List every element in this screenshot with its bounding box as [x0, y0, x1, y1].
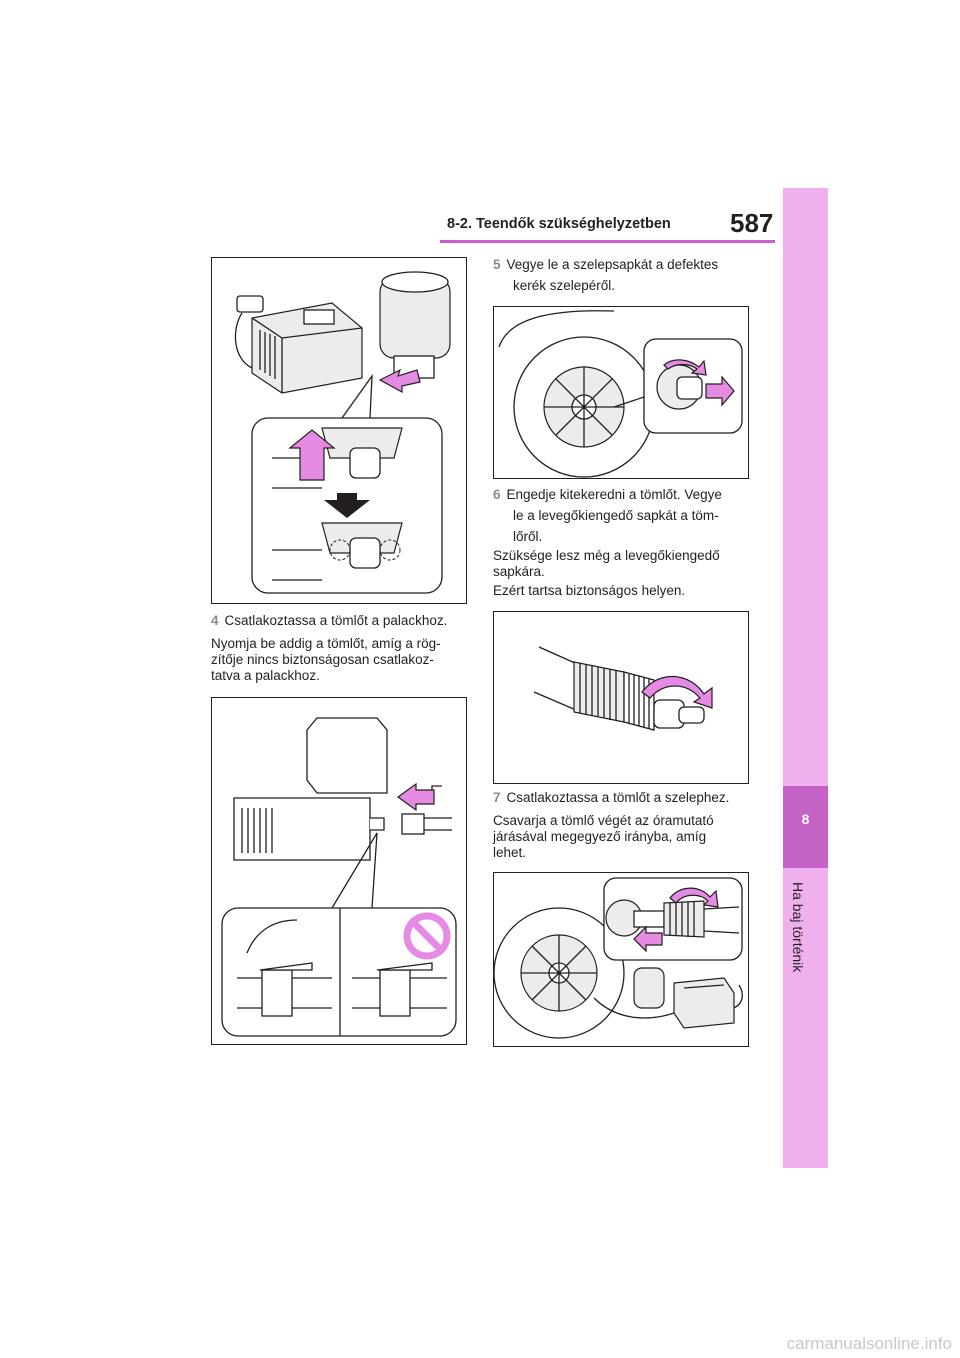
- page-number: 587: [730, 208, 774, 238]
- step-5-line-1: Vegye le a szelepsapkát a defektes: [506, 257, 719, 272]
- air-release-cap-illustration: [533, 646, 713, 731]
- figure-air-release-cap: [493, 611, 749, 784]
- step-7-note-line-2: járásával megegyező irányba, amíg: [493, 829, 707, 844]
- step-6-line-1: Engedje kitekeredni a tömlőt. Vegye: [506, 487, 722, 502]
- chapter-number-box: [783, 786, 828, 868]
- step-4-note: Nyomja be addig a tömlőt, amíg a rög- zí…: [211, 636, 441, 684]
- figure-valve-cap: [493, 306, 749, 479]
- step-4-number: 4: [211, 613, 219, 628]
- prohibition-icon: [403, 912, 451, 960]
- section-title: 8-2. Teendők szükséghelyzetben: [447, 216, 671, 232]
- step-5-line-2: kerék szelepéről.: [513, 278, 616, 293]
- valve-connection-illustration: [494, 877, 743, 1039]
- step-5: 5 Vegye le a szelepsapkát a defektes keré…: [493, 254, 718, 296]
- step-6-note: Szüksége lesz még a levegőkiengedő sapká…: [493, 548, 720, 580]
- step-6-note-line-2: sapkára.: [493, 564, 545, 579]
- step-4: 4 Csatlakoztassa a tömlőt a palackhoz.: [211, 610, 447, 631]
- chapter-number: 8: [801, 811, 810, 827]
- step-6-note-line-1: Szüksége lesz még a levegőkiengedő: [493, 548, 720, 563]
- step-4-note-line-3: tatva a palackhoz.: [211, 668, 320, 683]
- step-4-text: Csatlakoztassa a tömlőt a palackhoz.: [224, 613, 448, 628]
- header-rule: [440, 240, 775, 243]
- hose-connection-illustration: [221, 717, 457, 1037]
- chapter-side-tab: [783, 188, 828, 1168]
- step-7: 7 Csatlakoztassa a tömlőt a szelephez.: [493, 787, 729, 808]
- step-5-number: 5: [493, 257, 501, 272]
- step-4-note-line-1: Nyomja be addig a tömlőt, amíg a rög-: [211, 636, 441, 651]
- step-7-note-line-1: Csavarja a tömlő végét az óramutató: [493, 813, 714, 828]
- step-7-note: Csavarja a tömlő végét az óramutató járá…: [493, 813, 714, 861]
- step-6-line-3: lőről.: [513, 529, 543, 544]
- step-7-number: 7: [493, 790, 501, 805]
- compressor-bottle-illustration: [234, 271, 451, 594]
- step-7-note-line-3: lehet.: [493, 845, 527, 860]
- chapter-label: Ha baj történik: [790, 882, 806, 973]
- step-6: 6 Engedje kitekeredni a tömlőt. Vegye le …: [493, 484, 722, 547]
- figure-compressor-bottle: [211, 257, 467, 604]
- step-4-note-line-2: zítője nincs biztonságosan csatlakoz-: [211, 652, 434, 667]
- watermark: carmanualsonline.info: [786, 1334, 952, 1353]
- figure-hose-connection: [211, 697, 467, 1045]
- step-6-note-2: Ezért tartsa biztonságos helyen.: [493, 583, 686, 598]
- figure-valve-connection: [493, 872, 749, 1047]
- step-7-text: Csatlakoztassa a tömlőt a szelephez.: [506, 790, 730, 805]
- step-6-line-2: le a levegőkiengedő sapkát a töm-: [513, 508, 719, 523]
- step-6-number: 6: [493, 487, 501, 502]
- valve-cap-illustration: [498, 310, 743, 478]
